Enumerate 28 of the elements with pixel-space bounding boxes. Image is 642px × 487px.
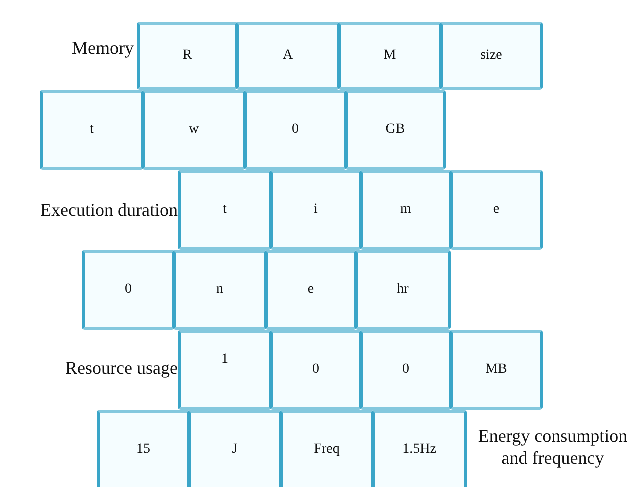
letter-tile: t [178, 170, 272, 250]
letter-tile: m [360, 170, 452, 250]
letter-tile: 15 [97, 410, 190, 487]
letter-tile: M [338, 22, 442, 90]
row-label: Memory [72, 37, 134, 59]
row-label: Energy consumption and frequency [477, 425, 629, 469]
letter-tile: t [40, 90, 144, 170]
letter-tile: 1.5Hz [372, 410, 467, 487]
letter-tile: R [137, 22, 238, 90]
letter-tile: i [270, 170, 362, 250]
letter-tile: Freq [280, 410, 374, 487]
row-label: Execution duration [40, 199, 178, 221]
letter-tile: J [188, 410, 282, 487]
letter-tile: A [236, 22, 340, 90]
letter-tile: 0 [82, 250, 175, 330]
letter-tile: 0 [270, 330, 362, 410]
letter-tile: 0 [360, 330, 452, 410]
letter-tile: e [265, 250, 357, 330]
letter-tile: w [142, 90, 246, 170]
letter-tile: n [173, 250, 267, 330]
letter-tile: e [450, 170, 543, 250]
letter-tile: 1 [178, 330, 272, 410]
letter-tile: size [440, 22, 543, 90]
letter-tile: 0 [244, 90, 347, 170]
letter-tile: MB [450, 330, 543, 410]
letter-tile: GB [345, 90, 446, 170]
letter-tile: hr [355, 250, 451, 330]
row-label: Resource usage [66, 357, 178, 379]
